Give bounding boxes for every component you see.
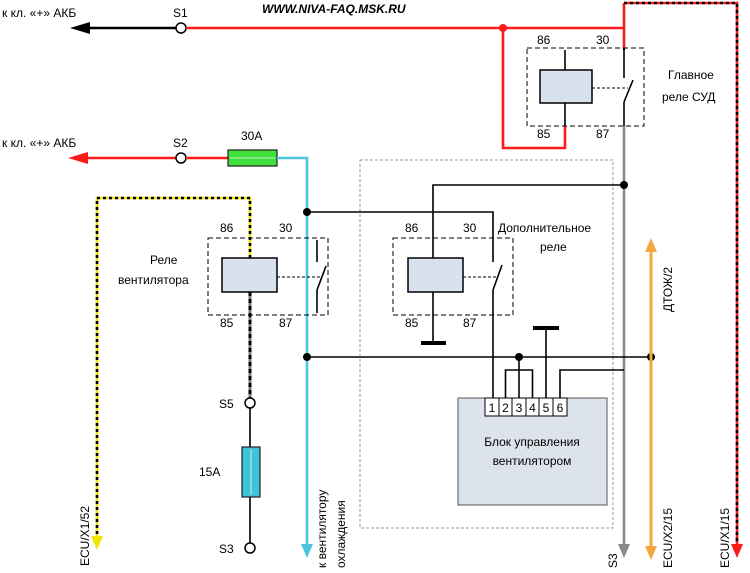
main-relay-pin-87: 87: [596, 127, 610, 141]
ecu-x1-52-label: ECU/X1/52: [78, 506, 92, 566]
main-relay-pin-86: 86: [537, 33, 551, 47]
fan-control-unit-title-line-1: Блок управления: [484, 435, 580, 449]
junction-dot-red: [499, 24, 507, 32]
node-s1: [175, 22, 187, 34]
extra-relay-title-line-2: реле: [540, 240, 567, 254]
extra-relay-pin-30: 30: [463, 221, 477, 235]
node-s1-label: S1: [173, 6, 188, 20]
node-s3-label: S3: [219, 542, 234, 556]
fan-relay-pin-87: 87: [279, 316, 293, 330]
switched-s3-label: S3: [606, 553, 620, 568]
main-relay-85-feed-wire: [501, 28, 567, 150]
ecu-x1-52-wire-dashes: [95, 196, 252, 538]
main-relay-coil: [539, 69, 593, 104]
battery-feed-2-label: к кл. «+» АКБ: [2, 136, 76, 150]
connector-pin-5-label: 5: [543, 401, 550, 415]
website-watermark: WWW.NIVA-FAQ.MSK.RU: [262, 2, 406, 16]
fan-relay-pin-85: 85: [220, 316, 234, 330]
ecu-x1-52-wire: [95, 196, 252, 538]
extra-relay-box: [392, 237, 514, 316]
fuse-15a-label: 15A: [199, 465, 220, 479]
fan-relay-pin-30: 30: [279, 221, 293, 235]
extra-relay-pin-86: 86: [405, 221, 419, 235]
ecu-x2-15-label: ECU/X2/15: [661, 508, 675, 568]
sensor-arrow-down: [645, 546, 657, 560]
battery-feed-2-arrow: [68, 152, 88, 164]
connector-pin-3-label: 3: [516, 401, 523, 415]
junction-dot-2: [303, 353, 311, 361]
extra-relay-title-line-1: Дополнительное: [498, 221, 591, 235]
ecu-x1-15-arrow: [731, 544, 743, 558]
extra-relay-coil: [407, 257, 464, 293]
sensor-arrow-up: [645, 238, 657, 252]
ecu-x1-15-wire-dashes: [624, 1, 739, 546]
fan-output-label-line-2: охлаждения: [334, 500, 348, 568]
pin-4-wire: [519, 369, 534, 398]
connector-pin-4-label: 4: [529, 401, 536, 415]
fuse-30a-label: 30A: [241, 129, 262, 143]
main-relay-title-line-2: реле СУД: [662, 90, 715, 104]
junction-dot-3: [620, 181, 628, 189]
ecu-x1-52-arrow: [91, 536, 103, 550]
switched-s3-arrow: [618, 544, 630, 558]
fan-supply-wire: [277, 156, 309, 546]
extra-relay-pin-85: 85: [405, 316, 419, 330]
fan-relay-title-line-2: вентилятора: [118, 273, 189, 287]
fan-relay-contact-blade: [316, 265, 327, 291]
extra-relay-86-feed-wire: [432, 184, 624, 258]
junction-dot-1: [303, 208, 311, 216]
node-s3: [244, 542, 256, 554]
ecu-x1-15-wire: [624, 1, 739, 546]
ecu-x1-15-label: ECU/X1/15: [718, 508, 732, 568]
sensor-label: ДТОЖ/2: [661, 267, 675, 312]
fan-control-unit-title-line-2: вентилятором: [493, 454, 572, 468]
extra-relay-30-feed-wire: [307, 211, 494, 262]
module-enclosure: [359, 159, 614, 529]
fan-supply-arrow: [301, 544, 313, 558]
connector-pin-2-label: 2: [502, 401, 509, 415]
fan-output-label-line-1: к вентилятору: [315, 490, 329, 568]
connector-pin-6-label: 6: [557, 401, 564, 415]
fan-relay-box: [207, 237, 329, 316]
battery-feed-1-arrow: [70, 22, 90, 34]
main-relay-contact-blade: [623, 79, 634, 103]
node-s2: [175, 152, 187, 164]
main-relay-pin-30: 30: [596, 33, 610, 47]
battery-feed-1-label: к кл. «+» АКБ: [2, 6, 76, 20]
fan-relay-pin-86: 86: [220, 221, 234, 235]
main-relay-box: [526, 47, 645, 127]
node-s5-label: S5: [219, 397, 234, 411]
main-relay-title-line-1: Главное: [668, 68, 714, 82]
node-s2-label: S2: [173, 136, 188, 150]
extra-relay-contact-blade: [492, 264, 503, 291]
connector-pin-1-label: 1: [489, 401, 496, 415]
pin-2-wire: [504, 369, 519, 398]
fan-relay-coil: [221, 257, 278, 293]
extra-relay-pin-87: 87: [463, 316, 477, 330]
fan-relay-title-line-1: Реле: [150, 253, 178, 267]
pin-6-wire: [559, 369, 624, 398]
node-s5: [244, 397, 256, 409]
main-relay-pin-85: 85: [537, 127, 551, 141]
